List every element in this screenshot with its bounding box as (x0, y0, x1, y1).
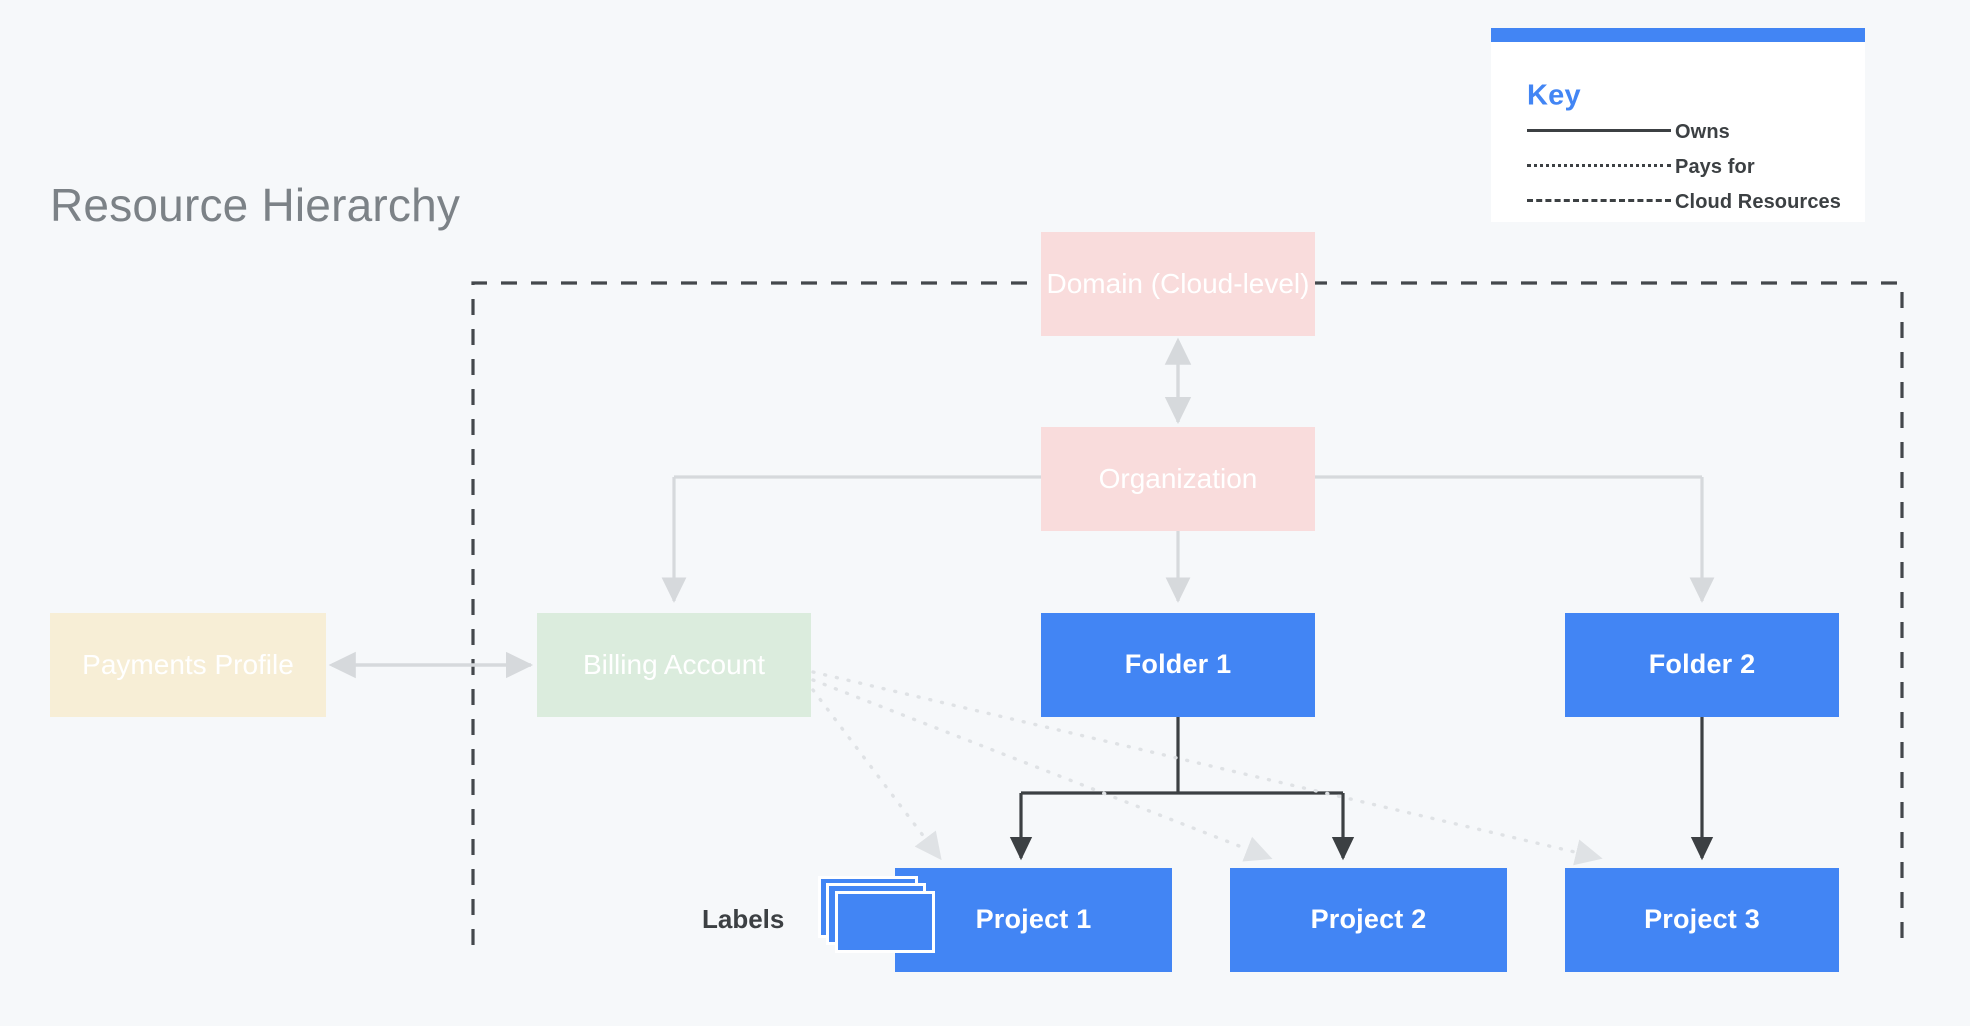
key-label-cloud-resources: Cloud Resources (1675, 191, 1841, 213)
key-row-cloud-resources: Cloud Resources (1491, 190, 1865, 225)
node-project-3[interactable]: Project 3 (1565, 868, 1839, 972)
node-billing-account[interactable]: Billing Account (537, 613, 811, 717)
edge-folder1-projects (1009, 717, 1355, 861)
key-row-owns: Owns (1491, 120, 1865, 155)
labels-caption: Labels (702, 904, 785, 934)
key-legend-card: Key Owns Pays for Cloud Resources (1491, 28, 1865, 222)
key-title: Key (1527, 79, 1581, 112)
key-accent-bar (1491, 28, 1865, 42)
node-project-1[interactable]: Project 1 (895, 868, 1172, 972)
key-rows: Owns Pays for Cloud Resources (1491, 120, 1865, 225)
dashed-line-icon (1527, 190, 1675, 209)
solid-line-icon (1527, 120, 1675, 139)
node-domain[interactable]: Domain (Cloud-level) (1041, 232, 1315, 336)
labels-stack-icon (818, 876, 948, 954)
key-label-owns: Owns (1675, 121, 1730, 143)
page-title: Resource Hierarchy (50, 179, 461, 231)
node-folder-1[interactable]: Folder 1 (1041, 613, 1315, 717)
node-organization[interactable]: Organization (1041, 427, 1315, 531)
node-project-2[interactable]: Project 2 (1230, 868, 1507, 972)
key-row-pays-for: Pays for (1491, 155, 1865, 190)
dotted-line-icon (1527, 155, 1675, 174)
node-payments-profile[interactable]: Payments Profile (50, 613, 326, 717)
labels-card-front (835, 891, 935, 953)
node-folder-2[interactable]: Folder 2 (1565, 613, 1839, 717)
key-label-pays-for: Pays for (1675, 156, 1755, 178)
